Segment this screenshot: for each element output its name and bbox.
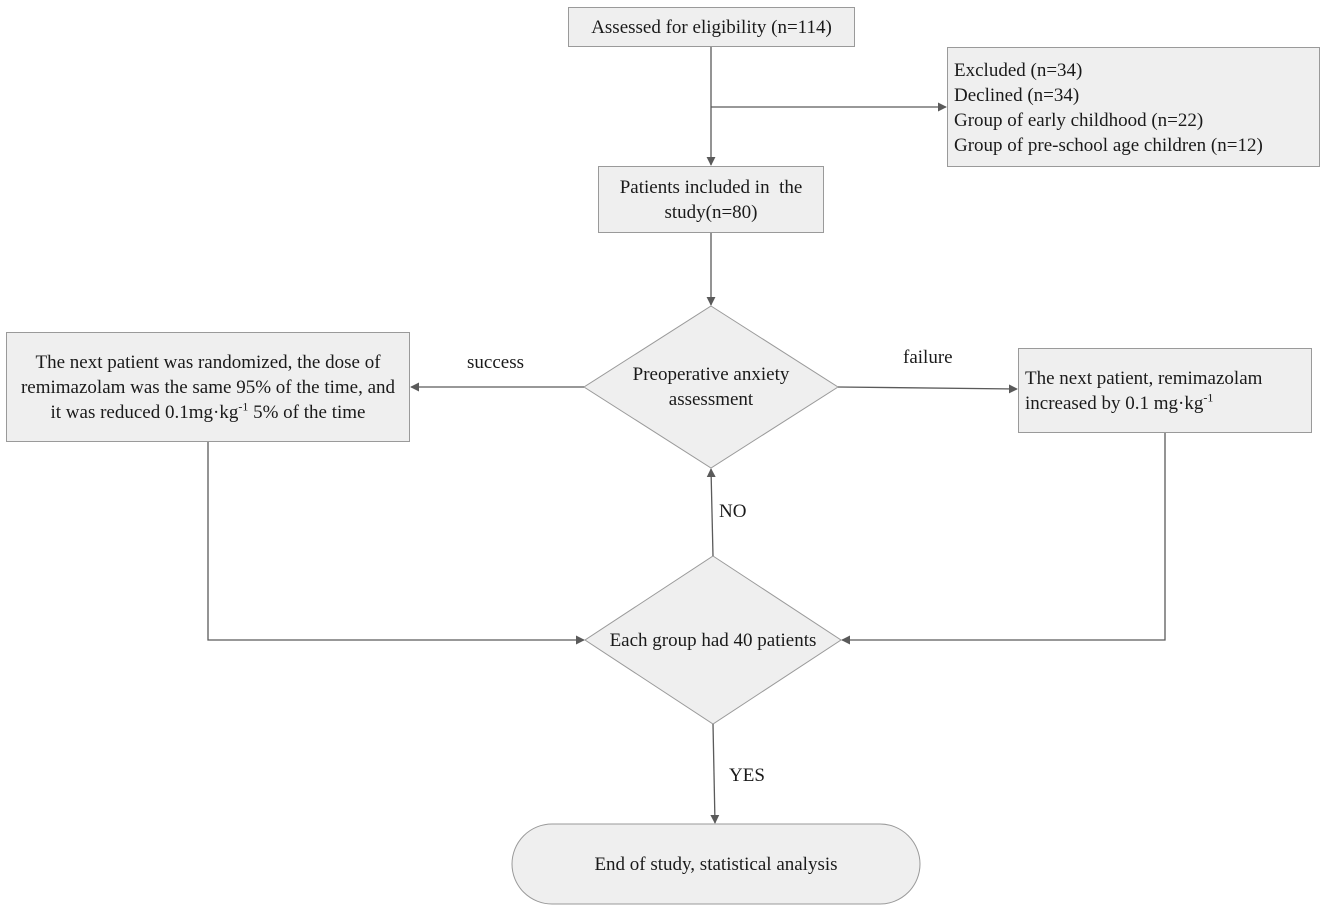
failure-box: The next patient, remimazolam increased … (1018, 348, 1312, 433)
declined-line: Declined (n=34) (954, 85, 1080, 106)
failure-line2-sup: -1 (1203, 390, 1214, 405)
failure-line1: The next patient, remimazolam (1025, 368, 1263, 389)
success-line2: remimazolam was the same 95% of the time… (20, 376, 396, 398)
success-line3: it was reduced 0.1mg·kg-1 5% of the time (51, 400, 366, 425)
anxiety-line2: assessment (668, 389, 754, 410)
edge-label-success: success (467, 352, 524, 373)
each-group-label: Each group had 40 patients (590, 627, 836, 653)
anxiety-diamond (583, 305, 839, 469)
arrow-yes-to-end (710, 723, 720, 824)
failure-line2: increased by 0.1 mg·kg-1 (1025, 391, 1311, 416)
success-line3-pre: it was reduced 0.1mg·kg (50, 401, 239, 423)
pre-school-line: Group of pre-school age children (n=12) (954, 135, 1263, 156)
assessed-box: Assessed for eligibility (n=114) (568, 7, 855, 47)
early-childhood-line: Group of early childhood (n=22) (954, 110, 1204, 131)
included-line2: study(n=80) (664, 201, 758, 223)
arrow-failure-to-each-group (841, 433, 1166, 645)
anxiety-line1: Preoperative anxiety (632, 364, 790, 385)
anxiety-label: Preoperative anxiety assessment (600, 360, 822, 414)
included-box: Patients included in the study(n=80) (598, 166, 824, 233)
edge-label-failure: failure (903, 347, 953, 368)
failure-line2-pre: increased by 0.1 mg·kg (1025, 393, 1204, 414)
end-text: End of study, statistical analysis (594, 853, 838, 875)
excluded-box: Excluded (n=34) Declined (n=34) Group of… (947, 47, 1320, 167)
arrow-success-to-each-group (207, 442, 585, 645)
edge-label-no: NO (719, 501, 747, 522)
success-line3-post: 5% of the time (248, 401, 366, 423)
success-line1: The next patient was randomized, the dos… (35, 351, 381, 373)
assessed-label: Assessed for eligibility (n=114) (591, 16, 832, 38)
success-line3-sup: -1 (238, 399, 249, 414)
end-label: End of study, statistical analysis (512, 851, 920, 877)
each-group-text: Each group had 40 patients (609, 629, 817, 651)
arrow-no-to-anxiety (706, 468, 716, 557)
edge-label-yes: YES (729, 765, 765, 786)
arrow-to-failure-box (837, 384, 1018, 394)
success-box: The next patient was randomized, the dos… (6, 332, 410, 442)
end-terminator-shape (511, 823, 921, 905)
excluded-line: Excluded (n=34) (954, 60, 1083, 81)
included-line1: Patients included in the (619, 176, 803, 198)
